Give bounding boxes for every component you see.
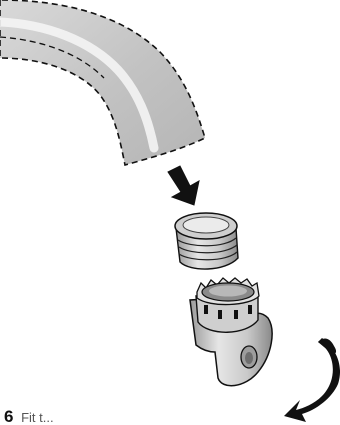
faucet-spout [0,0,205,165]
filter-adapter [190,278,272,386]
step-text: Fit t... [21,408,54,425]
aerator-insert [175,213,238,269]
step-number: 6 [4,408,13,425]
down-arrow [168,166,199,205]
step-caption: 6 Fit t... [0,408,340,425]
